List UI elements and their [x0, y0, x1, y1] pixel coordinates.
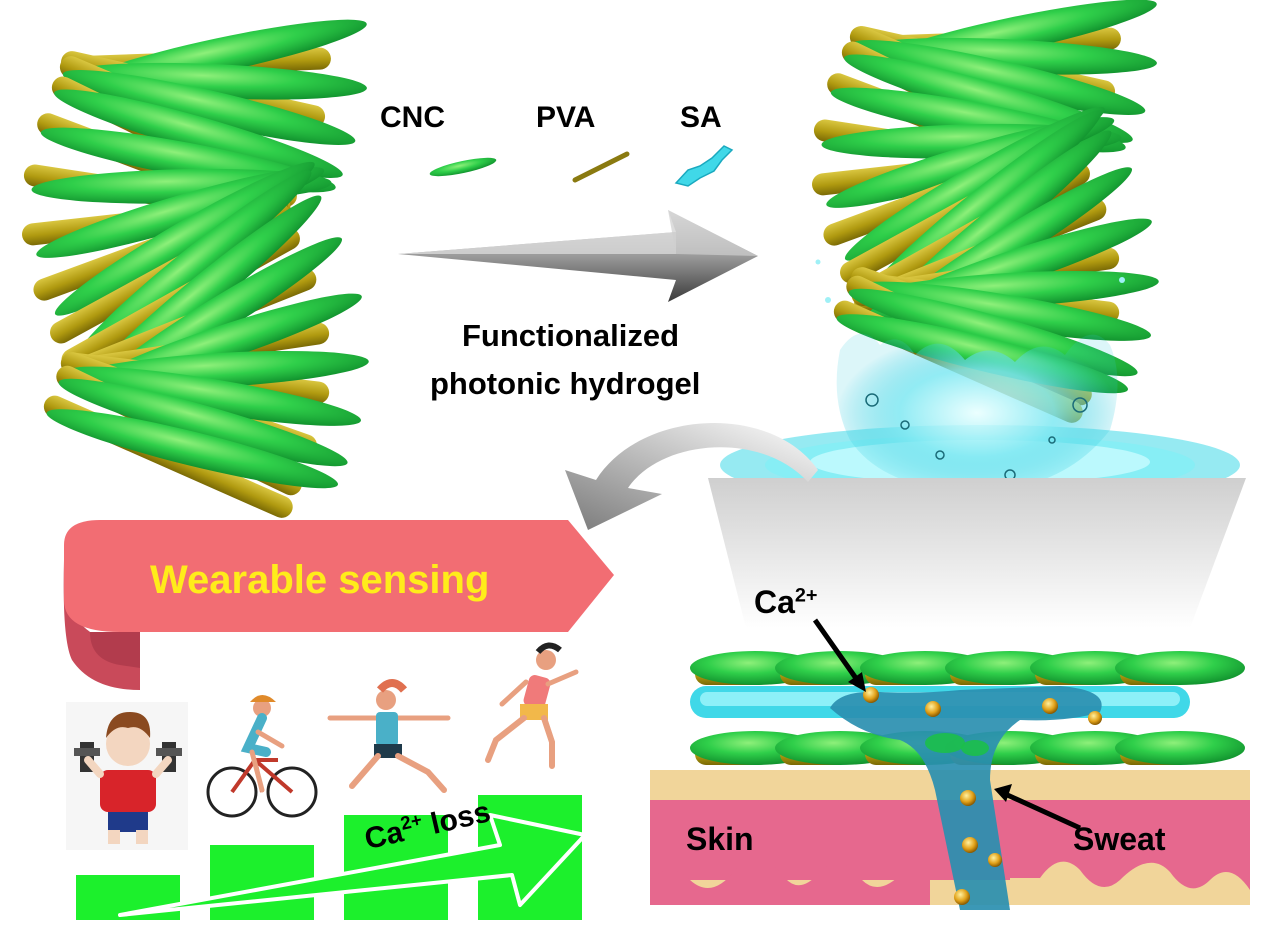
- ca-loss-arrow: [118, 813, 587, 917]
- sa-legend-label: SA: [680, 101, 722, 134]
- yoga-pose-icon: [327, 679, 451, 793]
- skin-label: Skin: [686, 821, 754, 857]
- cnc-rod: [46, 409, 338, 489]
- wearable-sensing-label: Wearable sensing: [150, 558, 490, 602]
- sweat-label: Sweat: [1073, 821, 1166, 857]
- cnc-rod: [54, 161, 315, 316]
- cnc-rod: [854, 281, 1151, 341]
- cnc-pva-helical-stack: [22, 19, 369, 518]
- water-splash: [815, 259, 1125, 493]
- cnc-legend-icon: [429, 157, 497, 177]
- cnc-rod: [848, 288, 1138, 377]
- cnc-rod: [852, 40, 1146, 115]
- ca-ion-label: Ca2+: [754, 584, 818, 620]
- calcium-ions: [863, 687, 1102, 905]
- curved-arrow: [565, 423, 818, 530]
- wearable-sensing-banner: [63, 520, 614, 690]
- cnc-rod: [1115, 731, 1245, 765]
- cnc-legend-label: CNC: [380, 101, 445, 134]
- cnc-rod: [64, 366, 361, 426]
- pointer-arrows: [812, 618, 1082, 831]
- cnc-rod: [58, 378, 348, 467]
- pva-legend-label: PVA: [536, 101, 596, 134]
- process-arrow: [398, 210, 758, 302]
- running-icon: [485, 642, 579, 769]
- dumbbell-exercise-icon: [66, 702, 188, 850]
- ca-ion-base: Ca: [754, 584, 795, 620]
- process-label-line1: Functionalized: [462, 318, 679, 353]
- cycling-icon: [206, 695, 318, 818]
- ca-ion-sup: 2+: [794, 584, 818, 607]
- pva-legend-icon: [572, 151, 630, 183]
- cnc-rod: [62, 70, 356, 145]
- cnc-rod: [54, 89, 343, 179]
- sa-legend-icon: [674, 145, 734, 187]
- cnc-rod: [1115, 651, 1245, 685]
- zoom-funnel: [708, 478, 1246, 628]
- process-label-line2: photonic hydrogel: [430, 366, 701, 401]
